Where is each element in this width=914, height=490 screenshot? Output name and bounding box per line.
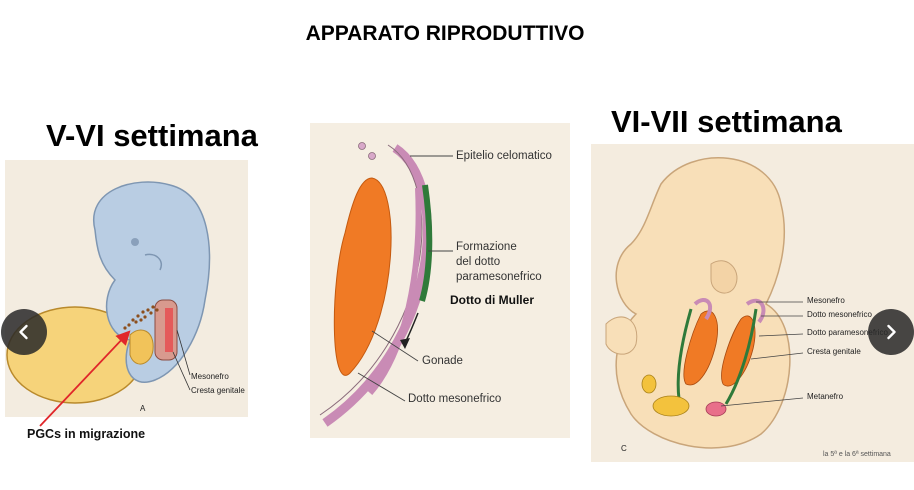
label-formazione: Formazione <box>456 241 517 253</box>
label-cresta-genitale-right: Cresta genitale <box>807 347 861 356</box>
label-gonade: Gonade <box>422 355 463 367</box>
label-mesonefro-left: Mesonefro <box>191 372 229 381</box>
label-dotto-paramesonefrico-right: Dotto paramesonefrico <box>807 328 888 337</box>
label-metanefro: Metanefro <box>807 392 844 401</box>
heading-week-5-6: V-VI settimana <box>46 118 258 153</box>
gonad-drawing <box>310 123 570 438</box>
label-dotto-mesonefrico-mid: Dotto mesonefrico <box>408 393 502 405</box>
pgc-arrow <box>39 330 131 427</box>
chevron-right-icon <box>887 324 896 340</box>
slide-title: APPARATO RIPRODUTTIVO <box>305 22 585 45</box>
chevron-left-icon <box>19 324 28 340</box>
prev-slide-button[interactable] <box>1 309 47 355</box>
embryo-illustration-week-6: Mesonefro Dotto mesonefrico Dotto parame… <box>591 144 914 462</box>
next-slide-button[interactable] <box>868 309 914 355</box>
label-paramesonefrico: paramesonefrico <box>456 271 542 283</box>
label-dotto-mesonefrico-right: Dotto mesonefrico <box>807 310 872 319</box>
label-epitelio-celomatico: Epitelio celomatico <box>456 150 552 162</box>
label-pgcs-migrazione: PGCs in migrazione <box>27 427 146 441</box>
embryo-drawing-later <box>591 144 914 462</box>
label-cresta-genitale-left: Cresta genitale <box>191 386 245 395</box>
figure-letter-a: A <box>140 404 146 413</box>
label-del-dotto: del dotto <box>456 256 501 268</box>
label-dotto-di-muller: Dotto di Muller <box>450 293 534 307</box>
figure-letter-c: C <box>621 444 627 453</box>
label-mesonefro-right: Mesonefro <box>807 296 845 305</box>
figure-caption-right: la 5ª e la 6ª settimana <box>823 451 891 458</box>
heading-week-6-7: VI-VII settimana <box>611 104 842 139</box>
gonad-duct-illustration: Epitelio celomatico Formazione del dotto… <box>310 123 570 438</box>
